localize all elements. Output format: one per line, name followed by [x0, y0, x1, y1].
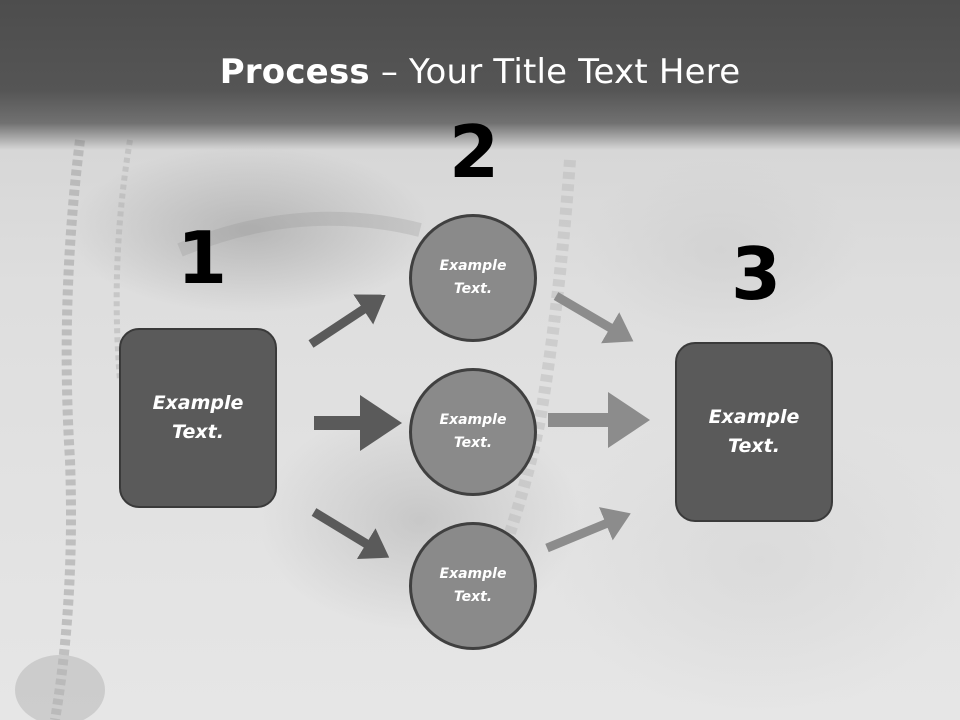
arrow-1-to-bottom — [311, 508, 390, 560]
step-2-circle-bottom-text: Example Text. — [439, 566, 507, 605]
step-number-1: 1 — [177, 216, 228, 300]
slide-title: Process – Your Title Text Here — [0, 52, 960, 92]
title-rest: – Your Title Text Here — [369, 52, 741, 92]
step-2-circle-middle: Example Text. — [409, 368, 537, 496]
step-2-circle-top: Example Text. — [409, 214, 537, 342]
title-bold: Process — [219, 52, 370, 92]
arrow-1-to-top — [308, 294, 386, 348]
step-3-box: Example Text. — [675, 342, 833, 522]
step-number-3: 3 — [731, 232, 782, 316]
step-2-circle-bottom: Example Text. — [409, 522, 537, 650]
arrow-bottom-to-3 — [545, 507, 631, 553]
step-3-text: Example Text. — [708, 406, 800, 457]
arrow-top-to-3 — [553, 292, 634, 344]
step-1-text: Example Text. — [152, 392, 244, 443]
step-2-circle-middle-text: Example Text. — [439, 412, 507, 451]
step-2-circle-top-text: Example Text. — [439, 258, 507, 297]
title-bar — [0, 0, 960, 150]
step-1-box: Example Text. — [119, 328, 277, 508]
step-number-2: 2 — [449, 110, 500, 194]
